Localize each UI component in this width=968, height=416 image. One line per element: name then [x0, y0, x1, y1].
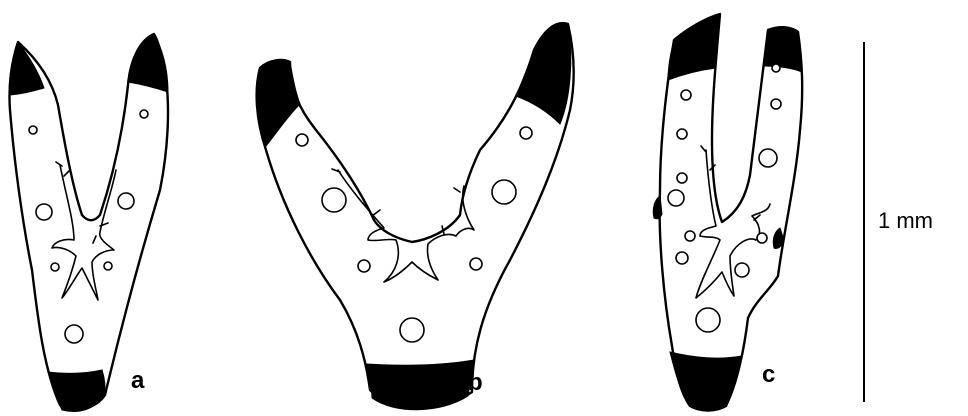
panel-label-b: b	[468, 369, 483, 396]
specimen-b-pore	[358, 260, 370, 272]
specimen-a-right-cap	[128, 34, 168, 92]
specimen-a-pore	[51, 263, 59, 271]
specimen-a-pore	[65, 325, 83, 343]
specimen-c-right-cap	[764, 27, 802, 72]
specimen-a-pore	[140, 110, 148, 118]
specimen-c-pore	[668, 190, 684, 206]
specimen-b-bottom-cap	[366, 360, 474, 410]
scale-bar-label: 1 mm	[878, 208, 933, 233]
specimen-a-bottom-cap	[48, 370, 105, 411]
specimen-b-pore	[520, 127, 532, 139]
specimen-b-pore	[400, 318, 424, 342]
specimen-c-pore	[735, 263, 749, 277]
specimen-a: a	[9, 34, 168, 411]
specimen-a-pore	[29, 126, 37, 134]
specimen-c-pore	[771, 99, 781, 109]
specimen-c-pore	[759, 149, 777, 167]
specimen-c-pore	[685, 231, 695, 241]
specimen-b: b	[257, 23, 574, 410]
specimen-c-bottom-cap	[670, 352, 742, 411]
specimen-c-pore	[757, 233, 767, 243]
specimen-a-pore	[118, 193, 134, 209]
specimen-c: c	[653, 14, 802, 411]
specimen-b-pore	[470, 258, 482, 270]
specimen-b-pore	[492, 180, 516, 204]
specimen-b-pore	[296, 134, 308, 146]
specimen-c-pore	[677, 129, 687, 139]
specimen-c-pore	[676, 252, 688, 264]
specimen-c-pore	[772, 64, 780, 72]
panel-label-c: c	[762, 361, 775, 388]
specimen-c-pore	[681, 90, 691, 100]
specimen-c-side-bump-left	[653, 196, 662, 219]
scale-bar: 1 mm	[864, 42, 933, 402]
specimen-b-pore	[322, 188, 346, 212]
panel-label-a: a	[131, 367, 145, 394]
specimen-c-pore	[677, 173, 687, 183]
specimen-a-pore	[104, 262, 112, 270]
specimen-a-pore	[36, 204, 52, 220]
specimen-c-pore	[696, 308, 720, 332]
